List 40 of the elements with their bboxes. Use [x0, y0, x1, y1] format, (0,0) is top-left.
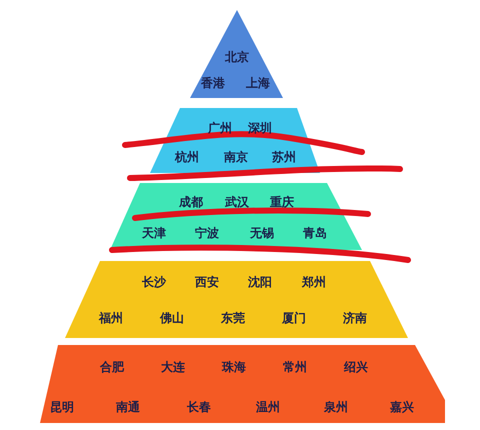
city-label: 杭州 [175, 151, 199, 163]
pyramid-tier [65, 261, 408, 338]
city-label: 嘉兴 [390, 401, 414, 413]
city-label: 宁波 [195, 227, 219, 239]
city-label: 无锡 [250, 227, 274, 239]
city-label: 深圳 [248, 122, 272, 134]
city-label: 济南 [343, 312, 367, 324]
city-label: 厦门 [282, 312, 306, 324]
city-label: 广州 [208, 122, 232, 134]
city-label: 合肥 [100, 361, 124, 373]
city-label: 东莞 [221, 312, 245, 324]
pyramid-tier [150, 108, 320, 173]
city-label: 成都 [179, 196, 203, 208]
city-label: 南京 [224, 151, 248, 163]
city-label: 北京 [225, 51, 249, 63]
city-label: 重庆 [270, 196, 294, 208]
pyramid-tier [40, 345, 445, 423]
city-label: 大连 [161, 361, 185, 373]
city-label: 绍兴 [344, 361, 368, 373]
city-label: 珠海 [222, 361, 246, 373]
city-label: 天津 [142, 227, 166, 239]
city-label: 南通 [116, 401, 140, 413]
city-label: 西安 [195, 276, 219, 288]
city-label: 长沙 [142, 276, 166, 288]
city-label: 苏州 [272, 151, 296, 163]
pyramid-tier [190, 10, 283, 98]
pyramid-tier [110, 183, 362, 250]
city-label: 泉州 [324, 401, 348, 413]
city-label: 常州 [283, 361, 307, 373]
city-label: 上海 [246, 77, 270, 89]
city-label: 温州 [256, 401, 280, 413]
city-label: 郑州 [302, 276, 326, 288]
city-label: 昆明 [50, 401, 74, 413]
city-label: 长春 [187, 401, 211, 413]
city-label: 武汉 [225, 196, 249, 208]
city-label: 佛山 [160, 312, 184, 324]
city-label: 沈阳 [248, 276, 272, 288]
city-label: 香港 [201, 77, 225, 89]
city-label: 青岛 [303, 227, 327, 239]
city-label: 福州 [99, 312, 123, 324]
